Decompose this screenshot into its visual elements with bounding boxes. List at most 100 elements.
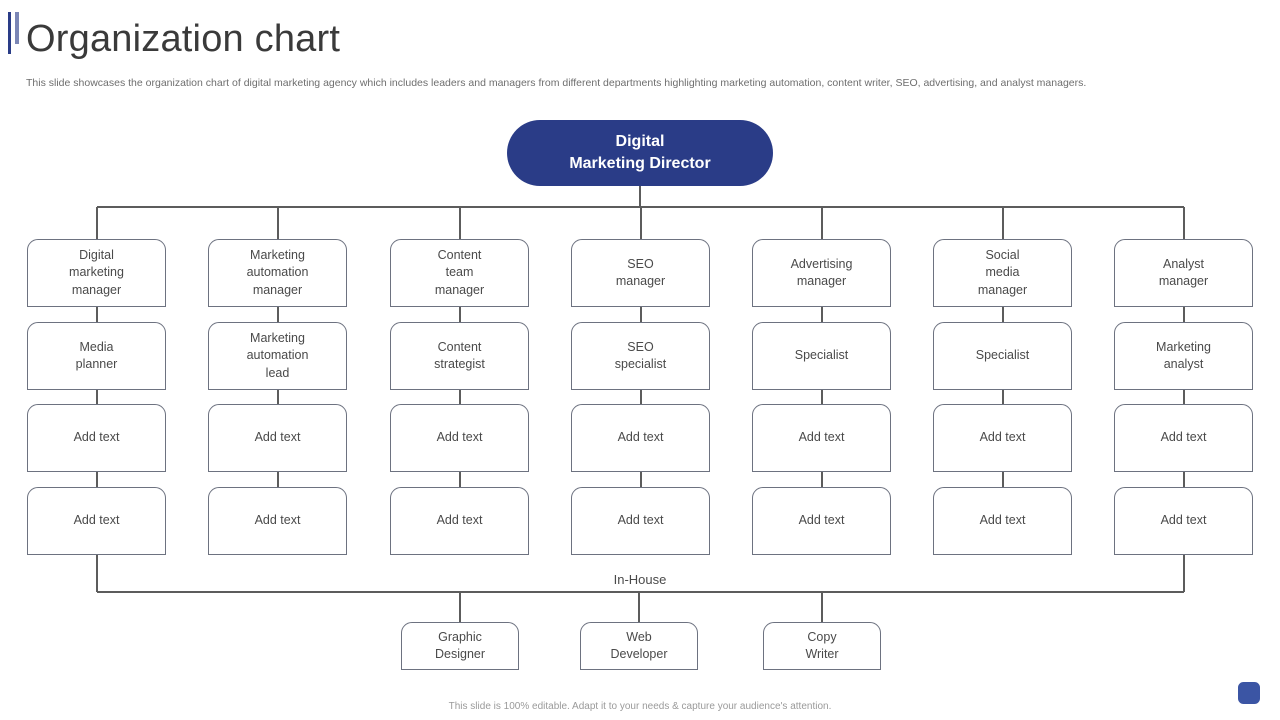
node-label-line: Add text (979, 513, 1026, 528)
connector-bus-to-manager (1182, 207, 1185, 239)
connector-vertical (458, 472, 461, 487)
node-label-line: manager (434, 282, 485, 297)
root-label-line2: Marketing Director (569, 155, 711, 172)
node-label-line: specialist (614, 357, 667, 371)
node-label-line: Add text (254, 430, 301, 445)
node-label-line: manager (796, 274, 847, 288)
node-label-line: Add text (617, 430, 664, 445)
node-role[interactable]: Media planner (27, 322, 166, 390)
footer-note: This slide is 100% editable. Adapt it to… (448, 701, 832, 712)
node-label-line: planner (75, 357, 118, 371)
node-label-line: manager (615, 274, 666, 288)
node-manager[interactable]: SEO manager (571, 239, 710, 307)
connector-vertical (820, 307, 823, 322)
connector-vertical (820, 472, 823, 487)
node-label-line: Copy (807, 629, 837, 644)
node-label-line: manager (71, 282, 122, 297)
node-label-line: Add text (798, 513, 845, 528)
node-label-line: Web (626, 629, 652, 644)
node-role[interactable]: Specialist (752, 322, 891, 390)
connector-inhouse-stem (821, 592, 823, 622)
connector-bus-to-manager (1001, 207, 1004, 239)
node-role[interactable]: Add text (27, 404, 166, 472)
connector-bus-to-manager (276, 207, 279, 239)
accent-bar-light (15, 12, 19, 44)
node-label-line: manager (1158, 274, 1209, 288)
node-role[interactable]: Add text (27, 487, 166, 555)
connector-vertical (820, 390, 823, 404)
node-role[interactable]: Add text (208, 487, 347, 555)
connector-vertical (276, 390, 279, 404)
connector-bus-to-manager (95, 207, 98, 239)
node-role[interactable]: Add text (752, 404, 891, 472)
node-label-line: Content (437, 339, 482, 354)
node-role[interactable]: Add text (208, 404, 347, 472)
node-label-line: SEO (627, 339, 654, 354)
node-role[interactable]: Add text (933, 404, 1072, 472)
node-label-line: Writer (805, 647, 839, 661)
node-role[interactable]: Add text (752, 487, 891, 555)
node-label-line: automation (246, 265, 309, 280)
node-role[interactable]: Add text (1114, 404, 1253, 472)
connector-vertical (1182, 472, 1185, 487)
connector-bus-to-manager (458, 207, 461, 239)
root-label-line1: Digital (615, 133, 665, 150)
connector-vertical (1001, 390, 1004, 404)
node-role[interactable]: SEO specialist (571, 322, 710, 390)
node-label-line: Add text (979, 430, 1026, 445)
node-label-line: Digital (79, 247, 114, 262)
node-label-line: Specialist (794, 348, 849, 363)
connector-vertical (1001, 472, 1004, 487)
node-manager[interactable]: Advertising manager (752, 239, 891, 307)
connector-bus-to-manager (820, 207, 823, 239)
node-label-line: analyst (1163, 357, 1204, 371)
node-role[interactable]: Add text (933, 487, 1072, 555)
node-role[interactable]: Add text (1114, 487, 1253, 555)
connector-inhouse-bus (96, 591, 1184, 593)
node-label-line: Add text (798, 430, 845, 445)
node-label-line: Marketing (250, 330, 305, 345)
node-label-line: Add text (73, 430, 120, 445)
node-label-line: Graphic (438, 629, 482, 644)
node-role[interactable]: Add text (571, 404, 710, 472)
connector-left-down (95, 555, 98, 592)
page-subtitle: This slide showcases the organization ch… (26, 77, 1087, 89)
node-role[interactable]: Add text (390, 487, 529, 555)
node-label-line: manager (252, 282, 303, 297)
node-role[interactable]: Add text (571, 487, 710, 555)
node-label-line: Advertising (790, 256, 853, 271)
connector-vertical (1182, 307, 1185, 322)
connector-root-stem (639, 186, 641, 207)
connector-inhouse-stem (459, 592, 461, 622)
node-label-line: Add text (436, 513, 483, 528)
node-label-line: Media (79, 339, 114, 354)
accent-bar-dark (8, 12, 11, 54)
node-digital-marketing-director[interactable]: Digital Marketing Director (507, 120, 773, 186)
hexagon-decoration-icon (1238, 682, 1260, 704)
connector-vertical (95, 390, 98, 404)
node-label-line: SEO (627, 256, 654, 271)
page-title: Organization chart (26, 18, 341, 60)
connector-vertical (639, 307, 642, 322)
node-label-line: Add text (617, 513, 664, 528)
node-role[interactable]: Specialist (933, 322, 1072, 390)
connector-vertical (276, 472, 279, 487)
node-label-line: Add text (73, 513, 120, 528)
node-role[interactable]: Add text (390, 404, 529, 472)
node-label-line: Add text (254, 513, 301, 528)
connector-vertical (458, 307, 461, 322)
node-label-line: lead (265, 365, 290, 380)
connector-vertical (276, 307, 279, 322)
